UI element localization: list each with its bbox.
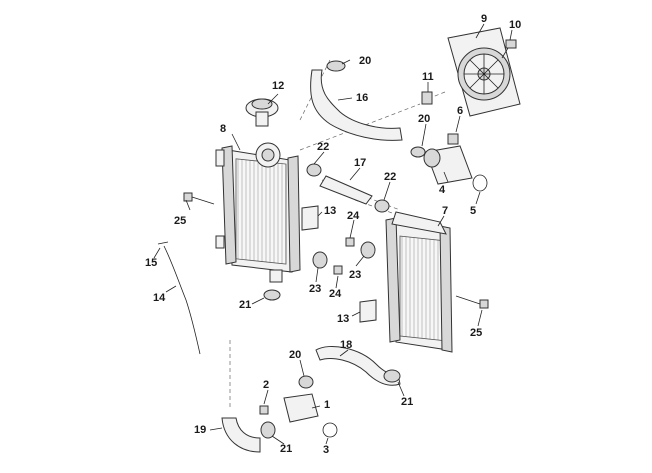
callout-8: 8 (220, 123, 226, 135)
callout-23-left: 23 (309, 283, 321, 295)
callout-16: 16 (356, 92, 368, 104)
callout-22-right: 22 (384, 171, 396, 183)
callout-6: 6 (457, 105, 463, 117)
callout-10: 10 (509, 19, 521, 31)
bracket-13-lower (359, 299, 377, 323)
right-radiator (385, 211, 453, 353)
bolt-25-left (183, 192, 215, 205)
callout-7: 7 (442, 205, 448, 217)
callout-5: 5 (470, 205, 476, 217)
radiator-cap (245, 98, 279, 127)
callout-21-bottom: 21 (280, 443, 292, 455)
bolt-2 (259, 405, 269, 415)
grommet-23-left (312, 251, 328, 269)
callout-25-left: 25 (174, 215, 186, 227)
callout-12: 12 (272, 80, 284, 92)
clamp-21-bottom (260, 421, 276, 439)
callout-24-upper: 24 (347, 210, 360, 222)
callout-18: 18 (340, 339, 352, 351)
callout-22-left: 22 (317, 141, 329, 153)
grommet-23-right (360, 241, 376, 259)
bolt-25-right (455, 295, 489, 309)
callout-17: 17 (354, 157, 366, 169)
callout-3: 3 (323, 444, 329, 456)
hose-17 (319, 175, 373, 205)
callout-labels: 12 8 20 16 11 9 10 6 20 4 5 7 22 17 22 1… (145, 13, 521, 456)
callout-11: 11 (422, 71, 434, 83)
callout-4: 4 (439, 184, 446, 196)
callout-14: 14 (153, 292, 166, 304)
callout-20-mid: 20 (418, 113, 430, 125)
callout-1: 1 (324, 399, 330, 411)
thermostat-housing (410, 133, 488, 192)
callout-13-upper: 13 (324, 205, 336, 217)
grommet-22-right (374, 199, 390, 213)
o-ring-3 (322, 422, 338, 438)
callout-23-right: 23 (349, 269, 361, 281)
clamp-21-top (263, 289, 281, 301)
overflow-tube (163, 245, 201, 355)
callout-21-right: 21 (401, 396, 413, 408)
clip-11 (421, 91, 433, 105)
callout-21-top: 21 (239, 299, 251, 311)
hose-19 (221, 417, 261, 453)
bracket-13-upper (301, 205, 319, 231)
bolt-24-lower (333, 265, 343, 275)
callout-13-lower: 13 (337, 313, 349, 325)
fitting-1 (259, 375, 338, 438)
callout-25-right: 25 (470, 327, 482, 339)
bolt-10 (501, 39, 517, 59)
callout-15: 15 (145, 257, 157, 269)
leader-lines (153, 23, 513, 445)
callout-24-lower: 24 (329, 288, 342, 300)
fan-assembly (447, 27, 521, 117)
callout-2: 2 (263, 379, 269, 391)
o-ring-5 (472, 174, 488, 192)
clamp-21-right (383, 369, 401, 383)
callout-9: 9 (481, 13, 487, 25)
left-radiator (215, 142, 301, 283)
callout-20-top: 20 (359, 55, 371, 67)
grommet-22-left (306, 163, 322, 177)
upper-hose (310, 69, 403, 141)
callout-20-bottom: 20 (289, 349, 301, 361)
bolt-24-upper (345, 237, 355, 247)
clamp-20-top (326, 60, 346, 72)
callout-19: 19 (194, 424, 206, 436)
